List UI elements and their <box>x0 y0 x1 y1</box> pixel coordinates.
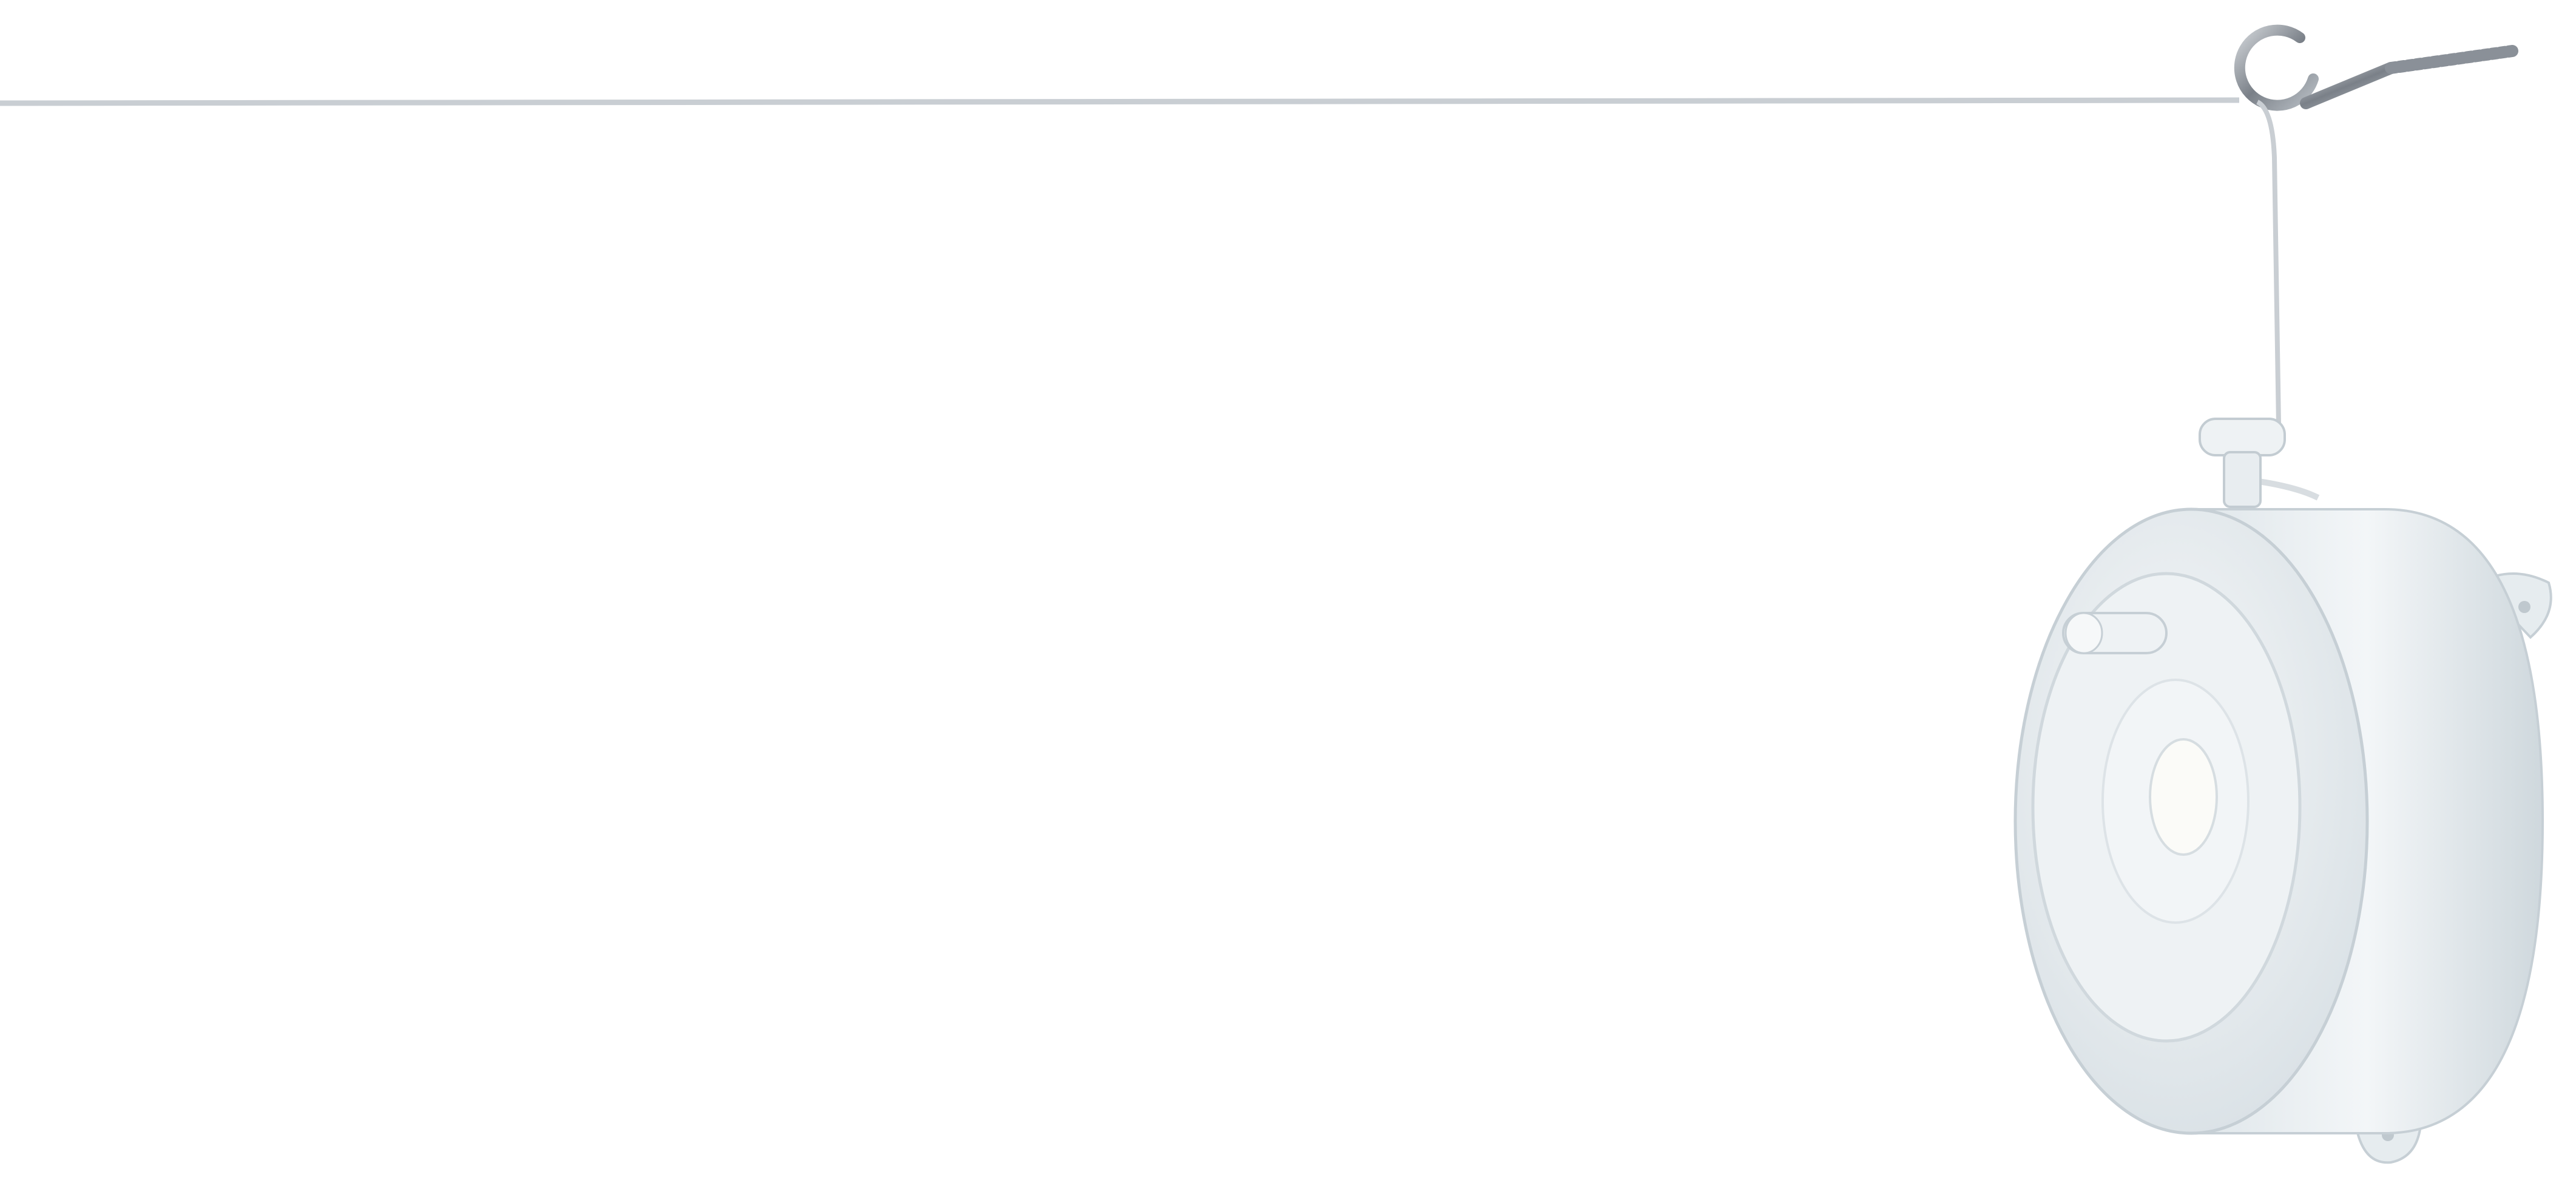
retractable-reel <box>2013 507 2552 1164</box>
reel-cord <box>2256 100 2281 425</box>
reel-center-hole <box>2149 738 2218 856</box>
clothesline-cord <box>0 97 2240 106</box>
screw-hook-icon <box>2234 24 2518 111</box>
crank-handle[interactable] <box>2062 612 2168 654</box>
cord-toggle[interactable] <box>2199 418 2286 508</box>
